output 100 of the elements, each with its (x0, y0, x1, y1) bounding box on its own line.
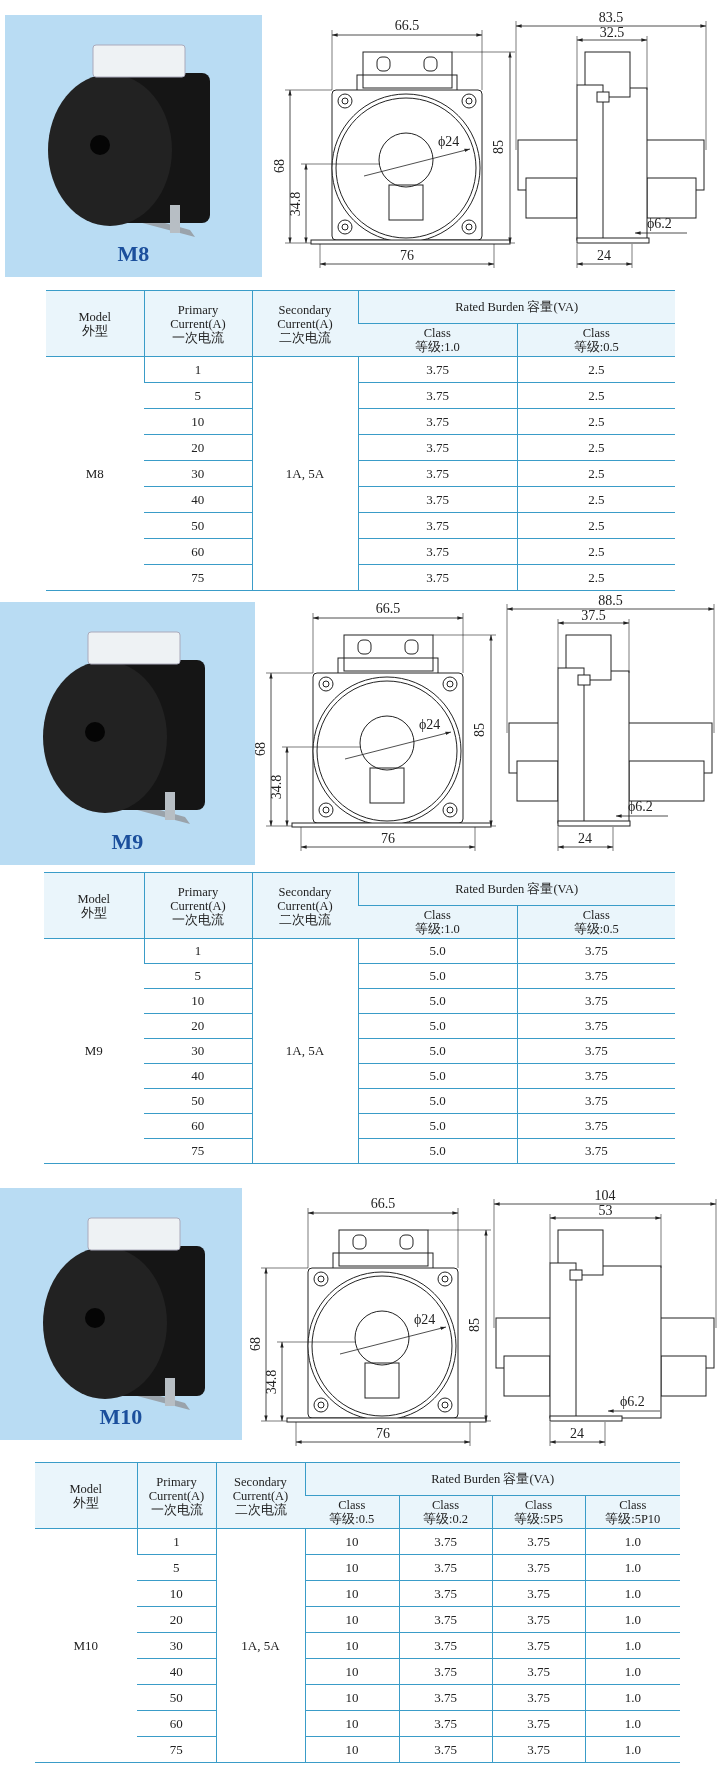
table-cell: 5.0 (358, 1113, 517, 1139)
table-cell: 75 (144, 564, 252, 591)
table-cell: 3.75 (399, 1580, 492, 1607)
table-cell: 3.75 (517, 1063, 675, 1089)
dimension-label: 68 (272, 159, 287, 173)
table-cell: 1 (144, 938, 252, 964)
table-cell: 20 (137, 1606, 216, 1633)
table-cell: 2.5 (517, 512, 675, 539)
dimension-label: 53 (598, 1203, 613, 1218)
table-cell: 40 (144, 486, 252, 513)
table-cell: 10 (305, 1606, 399, 1633)
table-cell: 30 (144, 460, 252, 487)
table-cell: 3.75 (517, 1038, 675, 1064)
table-cell: 40 (137, 1658, 216, 1685)
table-cell: 5.0 (358, 1138, 517, 1164)
table-cell: 3.75 (358, 512, 517, 539)
table-cell: 75 (137, 1736, 216, 1763)
column-header: Rated Burden 容量(VA) (305, 1462, 680, 1496)
table-cell: 3.75 (517, 1113, 675, 1139)
product-photo-panel (5, 15, 262, 277)
table-cell: 5 (137, 1554, 216, 1581)
dimension-label: 76 (376, 1426, 390, 1441)
table-cell: 50 (144, 512, 252, 539)
column-header: Secondary Current(A) 二次电流 (252, 872, 358, 939)
table-cell: 3.75 (399, 1710, 492, 1737)
table-cell: 3.75 (399, 1606, 492, 1633)
table-cell: 3.75 (517, 1088, 675, 1114)
table-cell: 10 (305, 1684, 399, 1711)
table-cell: 3.75 (358, 434, 517, 461)
table-cell: M9 (44, 938, 144, 1164)
column-header: Class 等级:0.2 (399, 1495, 492, 1529)
table-cell: 3.75 (358, 382, 517, 409)
dimension-label: 34.8 (288, 191, 303, 217)
table-cell: 10 (305, 1658, 399, 1685)
dimension-label: 66.5 (370, 1196, 396, 1211)
product-photo-panel (0, 1188, 242, 1440)
table-cell: 3.75 (399, 1684, 492, 1711)
column-header: Model 外型 (44, 872, 144, 939)
table-cell: 2.5 (517, 434, 675, 461)
table-cell: 3.75 (492, 1684, 585, 1711)
dimension-label: 85 (472, 723, 487, 737)
table-cell: 1.0 (585, 1606, 680, 1633)
table-cell: 10 (305, 1736, 399, 1763)
table-cell: 5 (144, 963, 252, 989)
column-header: Model 外型 (46, 290, 144, 357)
table-cell: 1.0 (585, 1710, 680, 1737)
table-cell: 10 (305, 1528, 399, 1555)
table-cell: 3.75 (492, 1632, 585, 1659)
column-header: Rated Burden 容量(VA) (358, 872, 675, 906)
dimension-label: 24 (570, 1426, 584, 1441)
table-cell: 60 (144, 1113, 252, 1139)
table-cell: 3.75 (358, 564, 517, 591)
dimension-label: 32.5 (599, 25, 625, 40)
table-cell: 3.75 (399, 1658, 492, 1685)
table-cell: 20 (144, 434, 252, 461)
table-cell: 40 (144, 1063, 252, 1089)
table-cell: 10 (305, 1554, 399, 1581)
table-cell: 3.75 (492, 1580, 585, 1607)
dimension-label: 85 (467, 1318, 482, 1332)
table-cell: 3.75 (492, 1528, 585, 1555)
table-cell: 1A, 5A (252, 938, 358, 1164)
table-cell: 5.0 (358, 1038, 517, 1064)
table-cell: 5.0 (358, 963, 517, 989)
table-cell: 3.75 (399, 1554, 492, 1581)
table-cell: 10 (305, 1710, 399, 1737)
column-header: Class 等级:0.5 (305, 1495, 399, 1529)
dimension-label: 24 (578, 831, 592, 846)
table-cell: 3.75 (517, 1013, 675, 1039)
table-cell: 1 (144, 356, 252, 383)
table-cell: 1.0 (585, 1684, 680, 1711)
table-cell: 3.75 (492, 1736, 585, 1763)
table-cell: 2.5 (517, 382, 675, 409)
dimension-label: 66.5 (375, 601, 401, 616)
table-cell: 2.5 (517, 356, 675, 383)
dimension-label: 68 (248, 1337, 263, 1351)
table-cell: 5.0 (358, 1088, 517, 1114)
dimension-label: 24 (597, 248, 611, 263)
model-label: M9 (111, 829, 144, 855)
column-header: Class 等级:5P5 (492, 1495, 585, 1529)
dimension-label: ϕ24 (414, 1312, 436, 1327)
table-cell: 1.0 (585, 1632, 680, 1659)
table-cell: 60 (144, 538, 252, 565)
table-cell: 3.75 (517, 938, 675, 964)
table-cell: 50 (137, 1684, 216, 1711)
table-cell: 3.75 (399, 1528, 492, 1555)
column-header: Primary Current(A) 一次电流 (137, 1462, 216, 1529)
column-header: Class 等级:1.0 (358, 323, 517, 357)
table-cell: 1A, 5A (252, 356, 358, 591)
dimension-label: ϕ24 (419, 717, 441, 732)
table-cell: 20 (144, 1013, 252, 1039)
column-header: Secondary Current(A) 二次电流 (252, 290, 358, 357)
model-label: M10 (99, 1404, 143, 1430)
table-cell: 3.75 (358, 538, 517, 565)
column-header: Primary Current(A) 一次电流 (144, 290, 252, 357)
table-cell: 2.5 (517, 408, 675, 435)
table-cell: 30 (144, 1038, 252, 1064)
table-cell: 3.75 (358, 486, 517, 513)
table-cell: 3.75 (492, 1554, 585, 1581)
table-cell: 3.75 (358, 460, 517, 487)
dimension-label: 85 (491, 140, 506, 154)
